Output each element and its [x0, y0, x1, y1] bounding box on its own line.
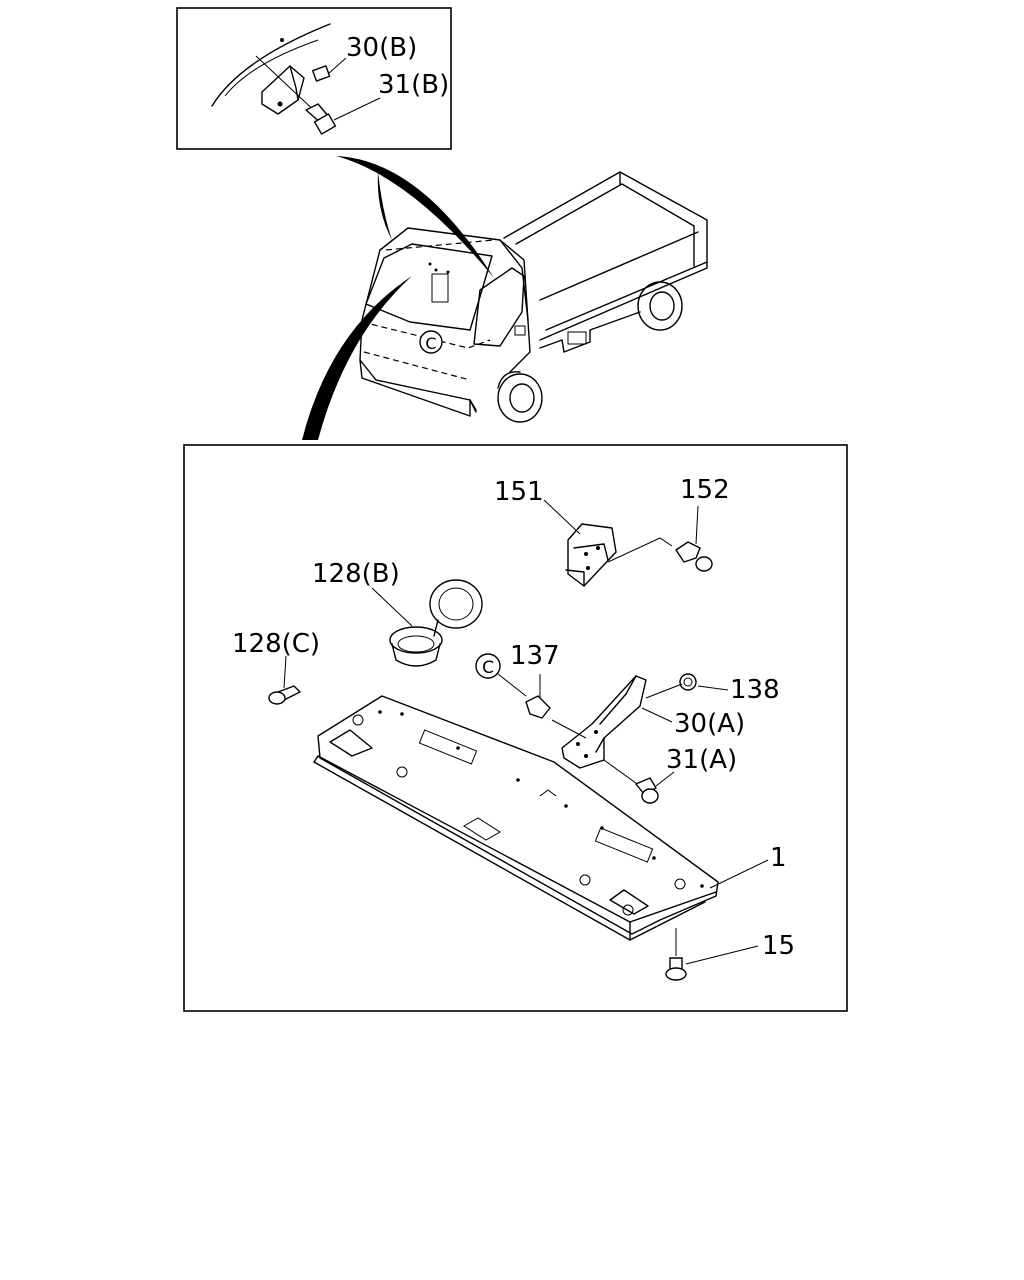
cargo-bed-outline [503, 171, 708, 341]
callout-arrow-to-detail-c [302, 276, 412, 440]
door-window [473, 267, 525, 347]
callout-arrow-to-inset-b [336, 156, 494, 278]
label-part-137: 137 [510, 641, 560, 671]
screw-part-15 [665, 928, 687, 981]
ref-circle-c-truck [419, 330, 443, 354]
label-part-30a: 30(A) [674, 709, 745, 739]
label-30b: 30(B) [346, 33, 417, 63]
bolt-part-128c [268, 685, 301, 705]
door-handle [514, 325, 526, 336]
clip-part-152 [675, 541, 713, 572]
detail-frame-c [183, 444, 848, 1012]
label-31b: 31(B) [378, 70, 449, 100]
label-part-151: 151 [494, 477, 544, 507]
callout-arrow-accent [377, 172, 392, 240]
centerline [255, 55, 321, 117]
label-part-15: 15 [762, 931, 795, 961]
nut-part-138 [679, 673, 697, 691]
leader-part-138 [697, 685, 729, 691]
windshield [365, 243, 493, 331]
leader-138-to-bracket [645, 683, 683, 699]
bolt-31b [305, 103, 337, 135]
front-wheel [497, 373, 543, 423]
truck-illustration: C [359, 171, 708, 423]
bracket-part-151 [565, 523, 673, 587]
cargo-bed-inner-rim [515, 183, 695, 245]
label-part-31a: 31(A) [666, 745, 737, 775]
nut-30b [312, 65, 331, 82]
inset-frame [176, 7, 452, 150]
bolt-part-31a [603, 759, 659, 804]
label-part-128c: 128(C) [232, 629, 320, 659]
cab-roof-curve [211, 23, 331, 107]
inset-detail-b: 30(B) 31(B) [176, 7, 452, 150]
ref-c-detail-label: C [482, 658, 494, 678]
leader-part-152 [695, 505, 699, 545]
panel-part-1 [313, 695, 719, 941]
leader-part-31a [655, 771, 675, 787]
label-part-1: 1 [770, 843, 787, 873]
leader-part-151 [543, 499, 581, 535]
cap-part-128b [389, 579, 483, 667]
rear-wheel [637, 281, 683, 331]
leader-ref-c [497, 673, 527, 697]
bracket-30b [261, 38, 305, 115]
label-part-138: 138 [730, 675, 780, 705]
label-part-152: 152 [680, 475, 730, 505]
leader-part-30a [641, 707, 673, 723]
leader-31b [333, 97, 381, 121]
bumper [359, 359, 471, 417]
bracket-part-30a [551, 675, 647, 769]
label-part-128b: 128(B) [312, 559, 400, 589]
leader-part-1 [709, 859, 769, 889]
leader-part-128c [283, 655, 287, 689]
retainer-part-137 [525, 695, 551, 719]
ref-circle-c-detail [475, 653, 501, 679]
ref-c-truck-label: C [425, 334, 436, 353]
cab-roof-inner-curve [224, 39, 319, 97]
leader-30b [327, 57, 347, 75]
leader-part-128b [371, 587, 413, 627]
reference-plate [431, 273, 449, 303]
leader-part-15 [685, 945, 759, 965]
